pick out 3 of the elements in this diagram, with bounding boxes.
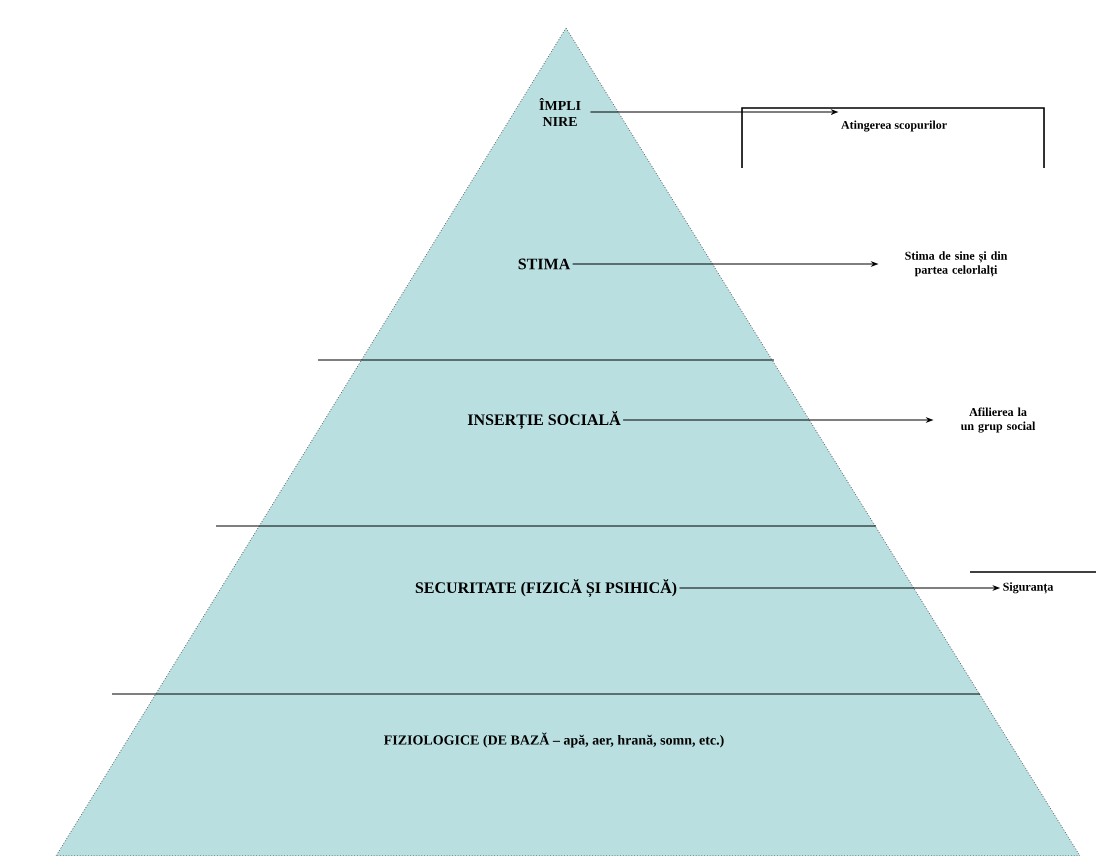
level-label: STIMA <box>518 258 571 270</box>
level-label: SECURITATE (FIZICĂ ȘI PSIHICĂ) <box>415 579 677 597</box>
level-label: INSERȚIE SOCIALĂ <box>467 411 621 429</box>
